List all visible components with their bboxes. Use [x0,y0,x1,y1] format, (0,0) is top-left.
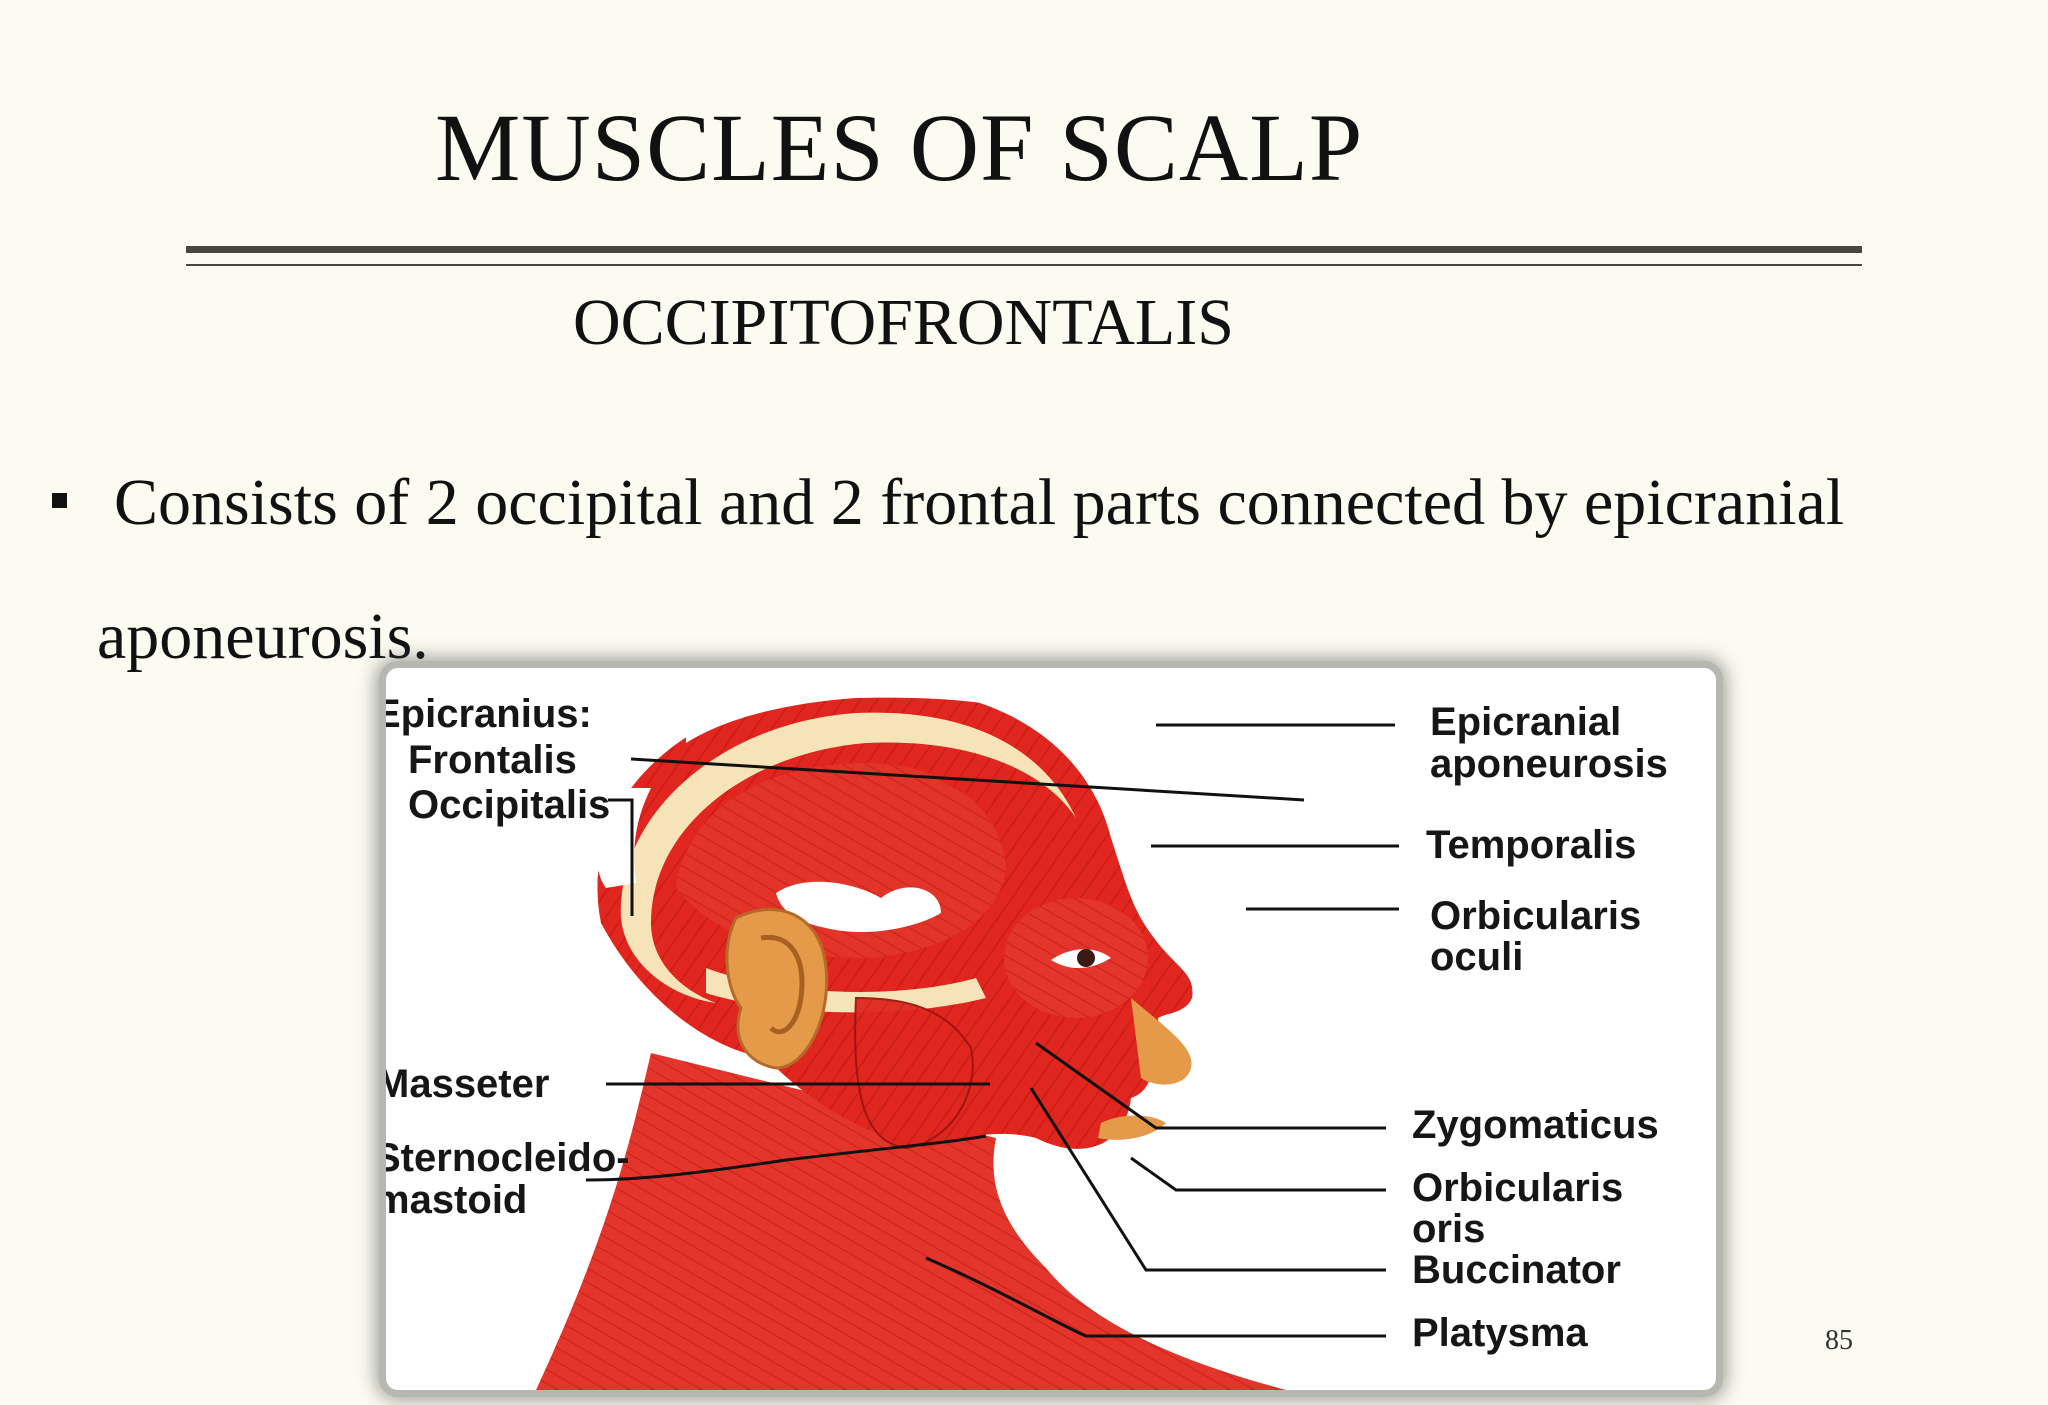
label-orbicularis-oculi-1: Orbicularis [1430,894,1642,938]
slide-title: MUSCLES OF SCALP [435,94,1364,201]
title-rule-thick [186,246,1862,253]
neck-shoulder [536,1053,1286,1390]
label-zygomaticus: Zygomaticus [1412,1103,1659,1147]
slide-subtitle: OCCIPITOFRONTALIS [573,286,1234,359]
masseter-region [854,996,974,1150]
label-occipitalis: Occipitalis [408,783,611,827]
label-buccinator: Buccinator [1412,1248,1621,1292]
white-tendon [776,881,941,933]
platysma-leader [925,1256,1386,1338]
label-orbicularis-oris-1: Orbicularis [1412,1166,1624,1210]
label-epicranial-2: aponeurosis [1430,742,1668,786]
label-masseter: Masseter [386,1062,550,1106]
label-orbicularis-oculi-2: oculi [1430,935,1524,979]
aponeurosis-crescent [620,712,1076,1003]
label-sternocleido-1: Sternocleido- [386,1136,630,1180]
ear [725,908,829,1070]
label-epicranius: Epicranius: [386,692,592,736]
label-sternocleido-2: mastoid [386,1178,528,1222]
buccinator-leader [1029,1087,1386,1272]
occipitalis-leader [608,798,634,916]
label-epicranial-1: Epicranial [1430,700,1622,744]
aponeurosis-top [686,684,1046,743]
frontalis-leader [630,757,1305,802]
nose [1131,998,1192,1085]
eye-pupil [1077,949,1095,967]
zygomaticus-leader [1035,1041,1386,1130]
bullet-square-icon [52,493,67,508]
label-temporalis: Temporalis [1426,823,1637,867]
bullet-text-line2: aponeurosis. [97,600,429,673]
label-frontalis: Frontalis [408,738,577,782]
leader-lines [585,723,1399,1338]
page-number: 85 [1825,1325,1853,1356]
head-muscles-illustration [536,684,1399,1390]
aponeurosis-back [596,788,651,888]
sternocleido-leader [585,1134,987,1182]
head-muscles-figure: Epicranius: Frontalis Occipitalis Masset… [386,668,1716,1390]
label-platysma: Platysma [1412,1311,1588,1355]
bullet-text-line1: Consists of 2 occipital and 2 frontal pa… [114,466,1845,539]
title-rule-thin [186,264,1862,266]
label-orbicularis-oris-2: oris [1412,1207,1486,1251]
orbicularis-oris-leader [1130,1156,1386,1192]
ear-inner [760,934,805,1035]
